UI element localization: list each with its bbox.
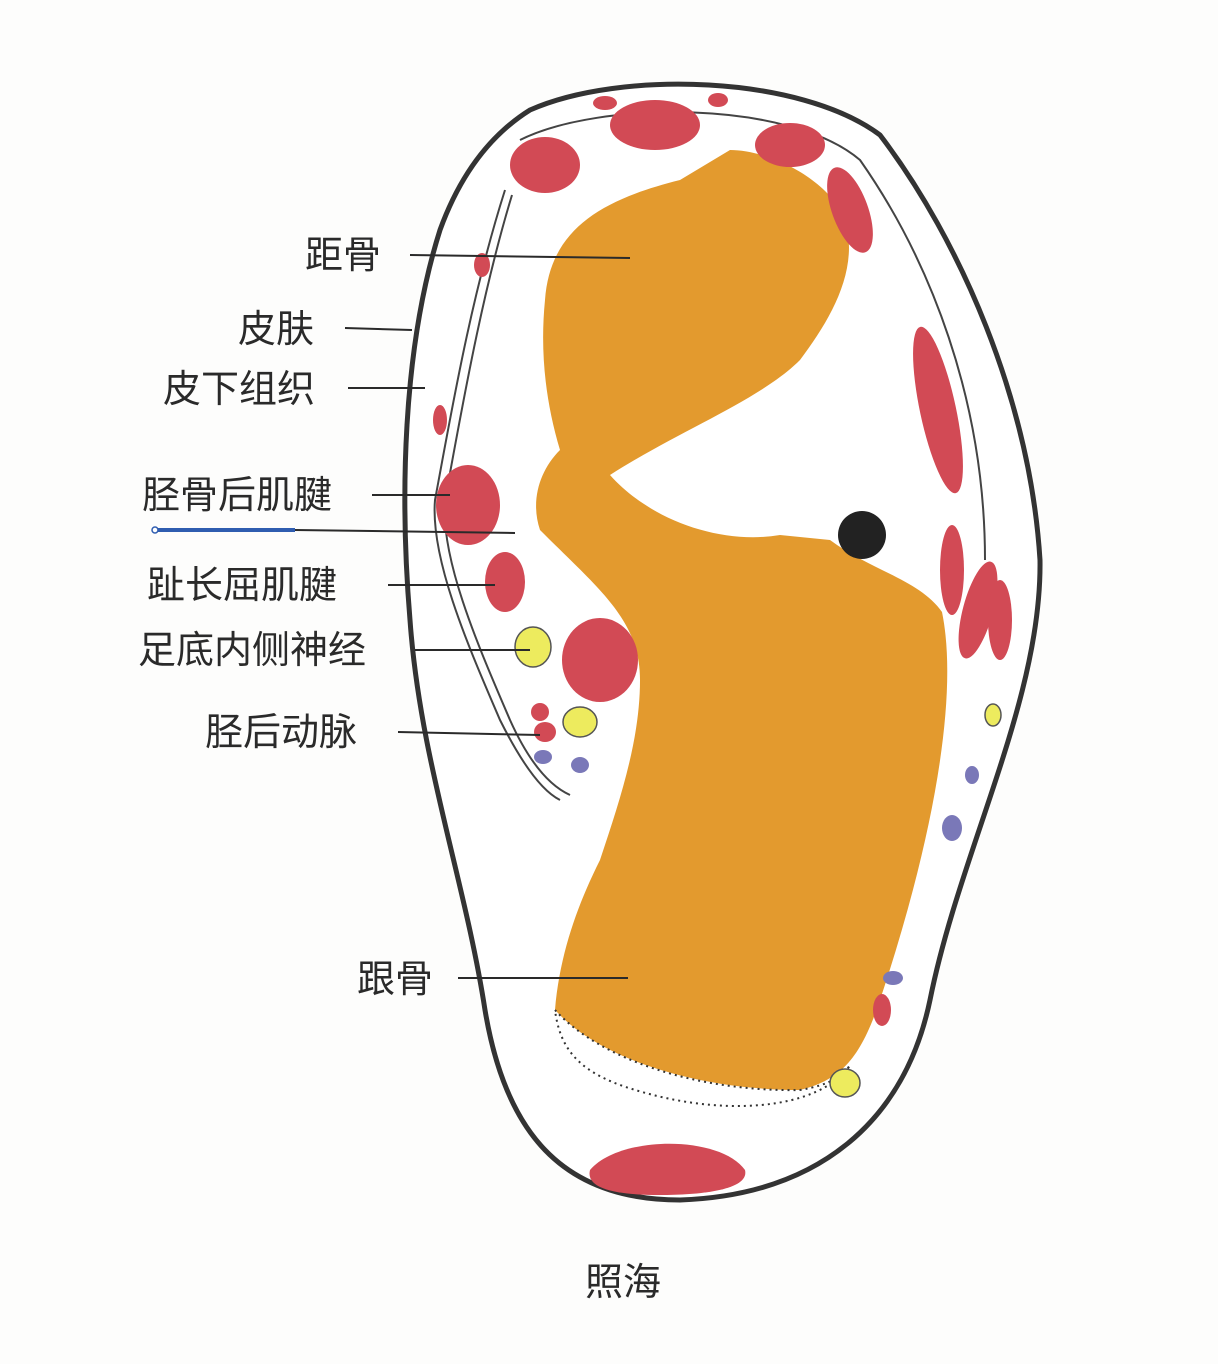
leader-artery <box>397 731 541 736</box>
muscle <box>873 994 891 1026</box>
bone-talus-calcaneus <box>536 150 948 1090</box>
vein <box>942 815 962 841</box>
muscle-heel <box>589 1143 746 1195</box>
leader-skin <box>344 327 413 331</box>
muscle <box>958 561 998 659</box>
label-tibialis-posterior: 胫骨后肌腱 <box>142 473 332 517</box>
label-skin: 皮肤 <box>238 307 314 351</box>
nerve <box>514 626 552 668</box>
veins <box>534 750 979 985</box>
label-talus: 距骨 <box>305 233 381 277</box>
vein <box>534 750 552 764</box>
muscle <box>913 326 963 494</box>
vein <box>965 766 979 784</box>
muscle-tibialis-posterior <box>436 465 500 545</box>
leader-talus <box>409 254 631 259</box>
muscles <box>433 93 1012 1195</box>
leader-needle-depth <box>294 529 516 534</box>
label-medial-plantar-nerve: 足底内侧神经 <box>138 628 366 672</box>
muscle <box>531 703 549 721</box>
muscle <box>610 100 700 150</box>
nerve <box>829 1068 861 1098</box>
fat-pad <box>553 1006 851 1108</box>
needle-tip <box>151 526 159 534</box>
subcutaneous-line-2 <box>443 194 571 796</box>
nerve <box>984 703 1002 727</box>
label-posterior-tibial-artery: 胫后动脉 <box>205 710 357 754</box>
muscle <box>593 96 617 110</box>
muscle <box>755 123 825 167</box>
muscle <box>510 137 580 193</box>
muscle <box>940 525 964 615</box>
muscle <box>708 93 728 107</box>
nerve <box>562 706 598 738</box>
muscle <box>433 405 447 435</box>
label-calcaneus: 跟骨 <box>357 957 433 1001</box>
vein <box>571 757 589 773</box>
muscle-flexor-digitorum <box>485 552 525 612</box>
muscle <box>827 167 873 253</box>
label-flexor-digitorum: 趾长屈肌腱 <box>147 563 337 607</box>
sustentaculum-structure <box>838 511 886 559</box>
nerves <box>514 626 1002 1098</box>
muscle <box>474 253 490 277</box>
vein <box>883 971 903 985</box>
muscle-artery <box>534 722 556 742</box>
label-subcutaneous: 皮下组织 <box>163 367 315 411</box>
muscle <box>988 580 1012 660</box>
caption: 照海 <box>585 1260 661 1304</box>
muscle <box>562 618 638 702</box>
